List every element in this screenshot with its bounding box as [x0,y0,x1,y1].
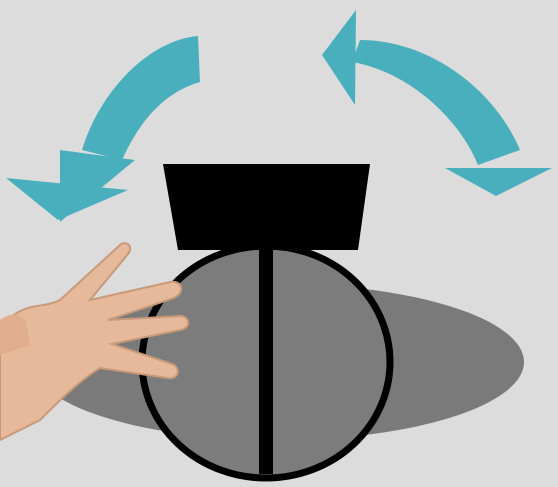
round-body [142,246,390,478]
top-block [163,164,370,250]
